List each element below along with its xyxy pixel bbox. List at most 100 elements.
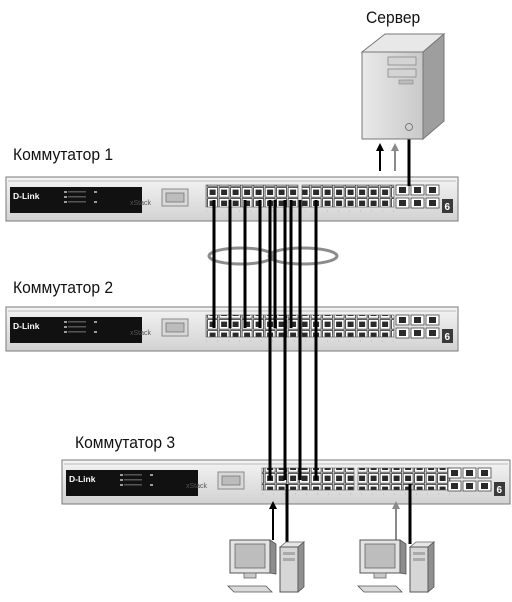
status-led-label <box>68 201 86 203</box>
server-side <box>422 32 445 141</box>
keyboard <box>357 585 403 593</box>
server-floppy <box>398 79 414 85</box>
combo-port-jack <box>414 317 421 323</box>
tower-drive <box>413 552 425 555</box>
monitor-stand <box>243 572 257 579</box>
traffic-arrow-dark <box>269 501 277 540</box>
monitor-stand <box>373 572 387 579</box>
status-led <box>150 474 153 476</box>
status-led <box>150 484 153 486</box>
server-drive-bay <box>387 56 417 66</box>
combo-port-jack <box>399 317 406 323</box>
switch-3-label: Коммутатор 3 <box>75 433 176 452</box>
status-led <box>94 201 97 203</box>
console-port-inner <box>165 192 185 203</box>
port-block-b <box>301 314 395 338</box>
arrow-head <box>376 143 384 151</box>
unit-badge-text: 6 <box>497 485 503 496</box>
combo-port-jack <box>429 317 436 323</box>
arrow-head <box>391 143 399 151</box>
traffic-arrow-gray <box>392 501 400 540</box>
tower-side <box>427 541 435 593</box>
tower-drive <box>413 558 425 561</box>
combo-port-jack <box>481 470 488 476</box>
desktop-computer-icon <box>227 539 306 593</box>
switch-brand-text: D-Link <box>13 321 40 331</box>
port-block-b <box>357 467 451 491</box>
status-led-label <box>68 326 86 328</box>
traffic-arrow-gray <box>391 143 399 171</box>
tower-drive <box>283 552 295 555</box>
status-led-label <box>124 484 142 486</box>
server-power-button <box>405 123 413 131</box>
port-block-b <box>301 184 395 208</box>
server-drive-bay <box>387 68 417 78</box>
switch-2-label: Коммутатор 2 <box>13 278 114 297</box>
unit-badge-text: 6 <box>445 202 451 213</box>
desktop-computer-icon <box>357 539 436 593</box>
status-led <box>120 479 123 481</box>
monitor-screen <box>234 543 266 569</box>
keyboard <box>227 585 273 593</box>
combo-port-jack <box>399 330 406 336</box>
tower-drive <box>283 558 295 561</box>
console-port-inner <box>165 322 185 333</box>
combo-port-jack <box>414 330 421 336</box>
switch-model-text: xStack <box>130 200 152 207</box>
unit-badge <box>442 329 453 343</box>
status-led <box>64 196 67 198</box>
server-tower-icon <box>360 32 446 141</box>
status-led <box>64 191 67 193</box>
combo-port-jack <box>399 187 406 193</box>
combo-port-jack <box>451 483 458 489</box>
status-led-label <box>124 479 142 481</box>
status-led <box>94 331 97 333</box>
combo-port-jack <box>429 187 436 193</box>
switch-model-text: xStack <box>130 330 152 337</box>
server-label: Сервер <box>366 8 421 27</box>
status-led-label <box>68 196 86 198</box>
combo-port-jack <box>466 483 473 489</box>
switch-brand-text: D-Link <box>13 191 40 201</box>
traffic-arrow-dark <box>376 143 384 171</box>
monitor-side <box>269 539 277 575</box>
port-block-a <box>261 467 355 491</box>
combo-port-jack <box>451 470 458 476</box>
combo-port-jack <box>481 483 488 489</box>
arrow-head <box>269 501 277 509</box>
status-led <box>64 326 67 328</box>
status-led <box>94 191 97 193</box>
monitor-side <box>399 539 407 575</box>
switch-brand-text: D-Link <box>69 474 96 484</box>
status-led <box>64 201 67 203</box>
lag-ring-1 <box>207 246 275 266</box>
combo-port-jack <box>466 470 473 476</box>
status-led-label <box>68 321 86 323</box>
switch-model-text: xStack <box>186 483 208 490</box>
status-led-label <box>124 474 142 476</box>
console-port-inner <box>221 475 241 486</box>
combo-port-jack <box>429 200 436 206</box>
combo-port-jack <box>399 200 406 206</box>
combo-port-jack <box>429 330 436 336</box>
unit-badge <box>494 482 505 496</box>
lag-ring-2 <box>267 246 339 266</box>
status-led-label <box>68 331 86 333</box>
status-led <box>94 321 97 323</box>
switch-1-label: Коммутатор 1 <box>13 145 114 164</box>
combo-port-jack <box>414 200 421 206</box>
status-led <box>120 484 123 486</box>
switch-1: D-Link xStack 6 <box>5 176 459 222</box>
status-led-label <box>68 191 86 193</box>
monitor-screen <box>364 543 396 569</box>
status-led <box>64 331 67 333</box>
switch-2: D-Link xStack 6 <box>5 306 459 352</box>
status-led <box>120 474 123 476</box>
server-front <box>361 51 424 140</box>
unit-badge <box>442 199 453 213</box>
unit-badge-text: 6 <box>445 332 451 343</box>
status-led <box>64 321 67 323</box>
tower-side <box>297 541 305 593</box>
